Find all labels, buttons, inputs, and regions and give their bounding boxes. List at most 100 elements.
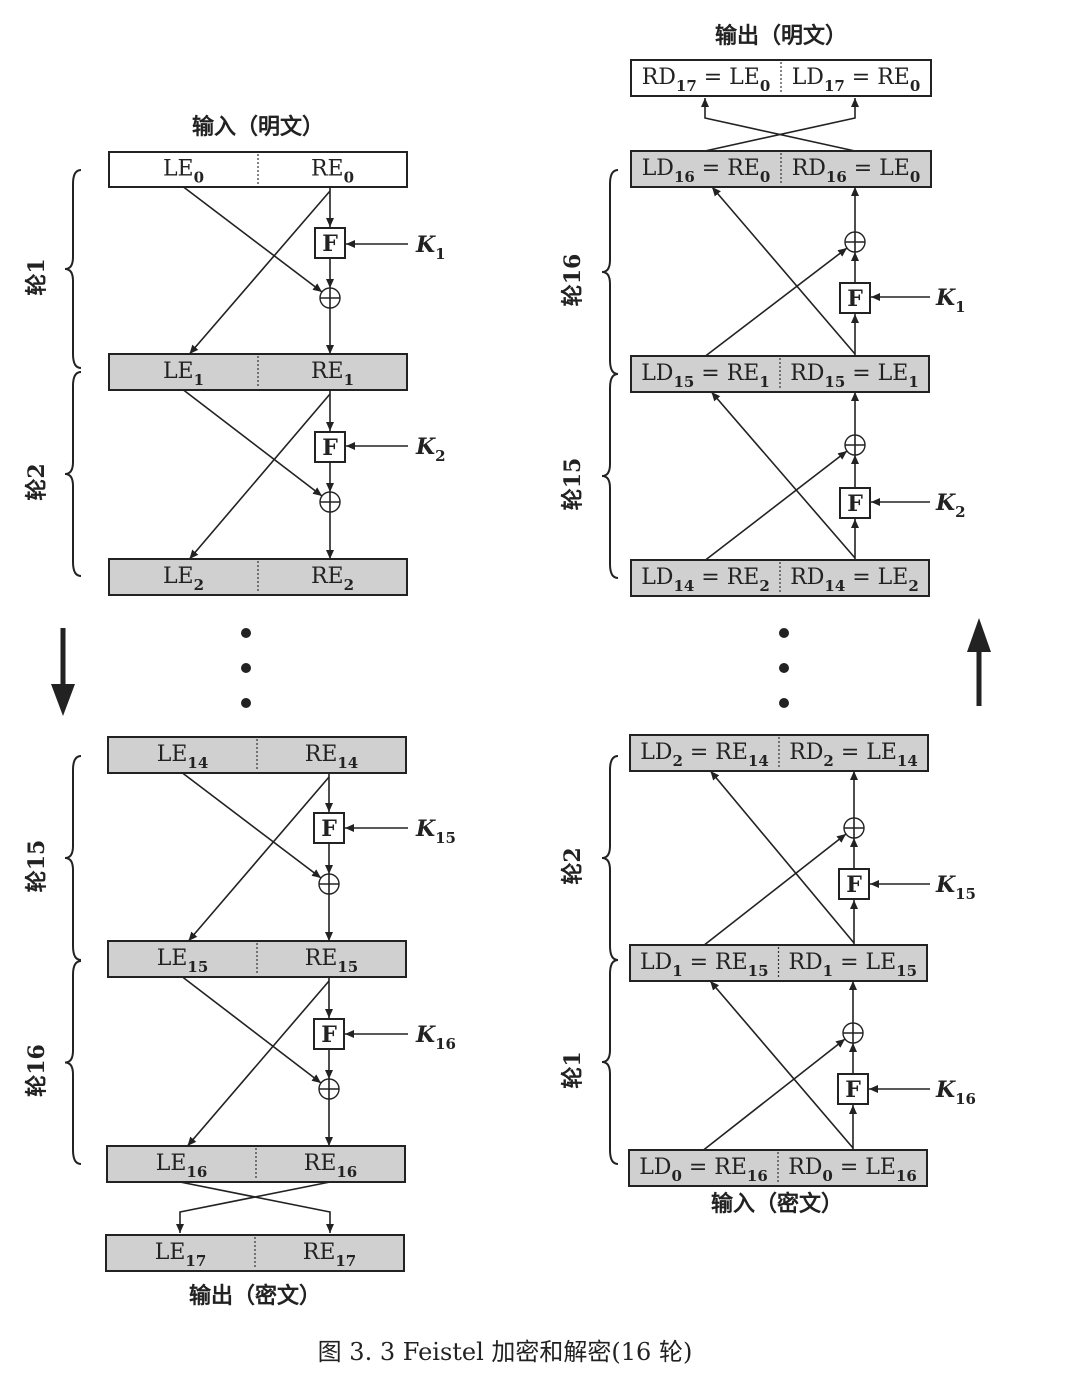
register-left-label: LD2 = RE14 — [640, 740, 769, 770]
register-right-label: RE15 — [305, 946, 359, 976]
down-arrow-icon — [51, 628, 75, 716]
round-key-label: K2 — [415, 434, 446, 465]
f-label: F — [321, 816, 337, 842]
right-to-left-arrow — [186, 980, 330, 1147]
register-right-label: RE1 — [311, 359, 354, 389]
left-to-xor-arrow — [703, 1038, 846, 1151]
f-label: F — [847, 491, 863, 517]
register-left-label: LE1 — [163, 359, 204, 389]
round-brace — [64, 371, 82, 577]
f-function-box — [314, 227, 346, 259]
round-label: 轮16 — [24, 1044, 50, 1097]
register-left-label: RD17 = LE0 — [642, 65, 771, 95]
decryption-input-label: 输入（密文） — [711, 1191, 843, 1217]
round-label: 轮15 — [560, 458, 586, 511]
round-key-label: K1 — [415, 232, 446, 263]
f-function-box — [313, 1018, 345, 1050]
right-to-left-arrow — [188, 190, 331, 355]
round-key-label: K16 — [935, 1077, 976, 1108]
encryption-input-label: 输入（明文） — [192, 114, 324, 140]
left-to-xor-arrow — [182, 976, 322, 1084]
right-to-left-arrow — [187, 776, 330, 942]
round-label: 轮2 — [24, 463, 50, 500]
round-label: 轮2 — [560, 847, 586, 884]
right-to-left-arrow — [711, 186, 856, 355]
register-right-label: RD14 = LE2 — [790, 565, 919, 595]
round-label: 轮1 — [24, 258, 50, 295]
register-left-label: LD14 = RE2 — [641, 565, 770, 595]
f-label: F — [321, 1022, 337, 1048]
round-label: 轮1 — [560, 1051, 586, 1088]
f-function-box — [839, 282, 871, 314]
register-right-label: RD15 = LE1 — [790, 361, 919, 391]
round-brace — [64, 169, 82, 369]
swap-arrow — [176, 1181, 331, 1233]
f-function-box — [839, 487, 871, 519]
swap-arrow — [704, 98, 859, 152]
round-brace — [601, 755, 619, 961]
right-to-left-arrow — [709, 980, 854, 1149]
f-label: F — [322, 435, 338, 461]
f-label: F — [845, 1077, 861, 1103]
left-to-xor-arrow — [182, 772, 322, 879]
register-left-label: LD0 = RE16 — [639, 1155, 768, 1185]
encryption-output-label: 输出（密文） — [189, 1283, 321, 1309]
left-to-xor-arrow — [705, 247, 848, 357]
f-label: F — [847, 286, 863, 312]
f-function-box — [837, 1073, 869, 1105]
register-right-label: RE17 — [303, 1240, 357, 1270]
register-right-label: RE16 — [304, 1151, 358, 1181]
round-key-label: K1 — [935, 285, 966, 316]
left-to-xor-arrow — [703, 833, 847, 946]
round-brace — [64, 755, 82, 961]
ellipsis-right — [779, 628, 789, 708]
register-right-label: RD2 = LE14 — [789, 740, 918, 770]
register-right-label: RD1 = LE15 — [788, 950, 917, 980]
decryption-output-label: 输出（明文） — [715, 23, 847, 49]
left-to-xor-arrow — [183, 186, 323, 293]
register-left-label: LE17 — [155, 1240, 207, 1270]
left-to-xor-arrow — [705, 450, 848, 561]
connector-lines — [176, 98, 930, 1233]
f-label: F — [322, 231, 338, 257]
up-arrow-icon — [967, 618, 991, 706]
round-key-label: K16 — [415, 1022, 456, 1053]
register-right-label: RE14 — [305, 742, 359, 772]
round-label: 轮16 — [560, 254, 586, 307]
register-right-label: RE0 — [311, 157, 354, 187]
round-key-label: K15 — [935, 872, 976, 903]
swap-arrow — [701, 98, 856, 152]
ellipsis-left — [241, 628, 251, 708]
right-to-left-arrow — [188, 393, 331, 560]
register-left-label: LE16 — [156, 1151, 208, 1181]
register-right-label: LD17 = RE0 — [792, 65, 921, 95]
register-left-label: LD16 = RE0 — [642, 156, 771, 186]
round-key-label: K15 — [415, 816, 456, 847]
register-left-label: LE0 — [163, 157, 204, 187]
left-to-xor-arrow — [183, 389, 323, 497]
f-function-box — [838, 868, 870, 900]
right-to-left-arrow — [709, 770, 855, 944]
register-right-label: RD16 = LE0 — [792, 156, 921, 186]
register-left-label: LE2 — [163, 564, 204, 594]
f-label: F — [846, 872, 862, 898]
register-right-label: RE2 — [311, 564, 354, 594]
round-key-label: K2 — [935, 490, 966, 521]
register-left-label: LE15 — [157, 946, 209, 976]
round-brace — [601, 373, 619, 579]
f-functions: F F F F F F F F — [313, 227, 871, 1105]
round-brace — [64, 960, 82, 1165]
round-label: 轮15 — [24, 840, 50, 893]
register-box-0 — [108, 151, 408, 188]
f-function-box — [313, 812, 345, 844]
swap-arrow — [179, 1181, 334, 1233]
round-brace — [601, 959, 619, 1165]
register-right-label: RD0 = LE16 — [788, 1155, 917, 1185]
figure-caption: 图 3. 3 Feistel 加密和解密(16 轮) — [318, 1338, 693, 1366]
register-left-label: LD1 = RE15 — [640, 950, 769, 980]
register-left-label: LE14 — [157, 742, 209, 772]
f-function-box — [314, 431, 346, 463]
registers — [105, 59, 932, 1272]
